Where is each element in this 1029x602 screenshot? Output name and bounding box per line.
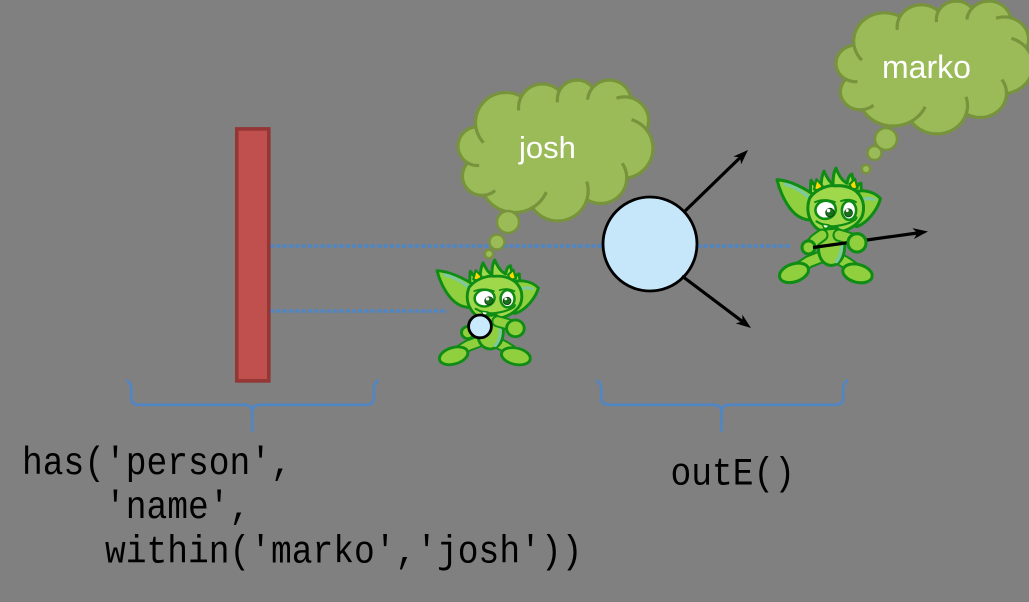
- svg-text:marko: marko: [882, 49, 971, 85]
- svg-text:has('person',: has('person',: [22, 442, 292, 486]
- svg-text:josh: josh: [518, 130, 576, 165]
- svg-text:outE(): outE(): [671, 453, 796, 497]
- svg-text:within('marko','josh')): within('marko','josh')): [22, 531, 582, 575]
- svg-text:'name',: 'name',: [22, 487, 250, 531]
